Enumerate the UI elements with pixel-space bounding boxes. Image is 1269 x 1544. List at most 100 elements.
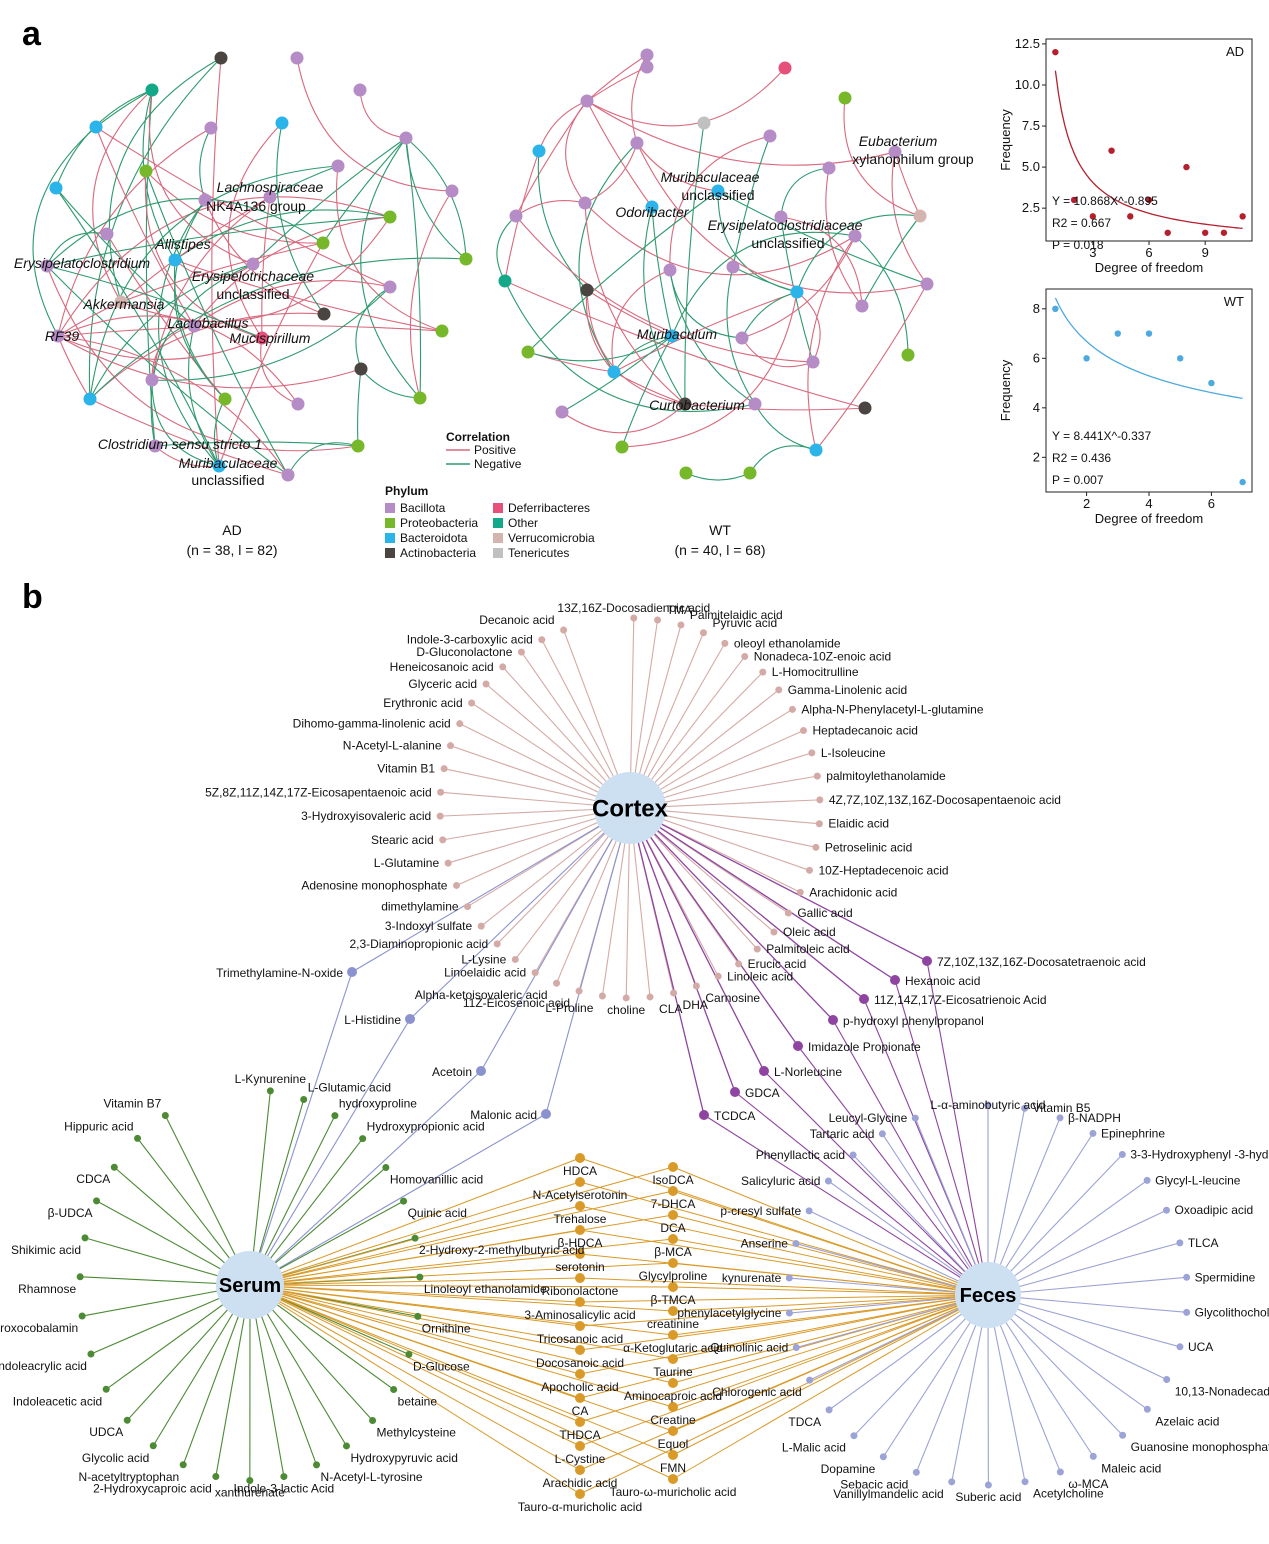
negative-edge (732, 266, 798, 293)
metabolite-label: L-Malic acid (782, 1441, 846, 1455)
metabolite-edge (828, 1180, 989, 1296)
metabolite-label: Heptadecanoic acid (813, 724, 918, 738)
y-tick-label: 8 (1033, 301, 1040, 316)
legend: Correlation Positive Negative Phylum Bac… (385, 430, 595, 560)
taxon-node (640, 48, 654, 62)
positive-edge (95, 126, 195, 327)
y-tick-label: 2 (1033, 449, 1040, 464)
metabolite-edge (629, 807, 896, 981)
metabolite-label: L-Glutamic acid (308, 1081, 391, 1095)
taxon-node (806, 355, 820, 369)
positive-edge (174, 259, 254, 279)
taxon-node (354, 362, 368, 376)
negative-edge (684, 122, 705, 405)
taxon-node (317, 307, 331, 321)
positive-edge (586, 67, 786, 127)
plot-title: AD (1226, 44, 1244, 59)
metabolite-node (477, 922, 485, 930)
positive-edge (584, 142, 638, 204)
metabolite-label: 2,3-Diaminopropionic acid (349, 937, 488, 951)
metabolite-label: Oleic acid (783, 925, 836, 939)
data-point (1220, 229, 1228, 236)
metabolite-label: Carnosine (705, 991, 760, 1005)
x-tick-label: 4 (1145, 496, 1152, 511)
fit-curve (1054, 70, 1243, 229)
taxon-label: Erysipelatoclostridiaceae (708, 217, 863, 233)
metabolite-label: Docosanoic acid (536, 1356, 624, 1370)
metabolite-node (179, 1461, 187, 1469)
taxon-node (353, 83, 367, 97)
taxon-node (665, 329, 679, 343)
fit-annotation: Y = 10.868X^-0.895 (1052, 194, 1158, 208)
positive-edge (613, 291, 798, 373)
positive-edge (154, 445, 220, 468)
taxon-node (748, 397, 762, 411)
metabolite-node (331, 1112, 339, 1120)
metabolite-node (670, 989, 678, 997)
taxon-label: unclassified (216, 286, 289, 302)
metabolite-label: Hydroxypropionic acid (367, 1120, 485, 1134)
metabolite-label: Decanoic acid (479, 613, 554, 627)
metabolite-label: Indole-3-carboxylic acid (407, 633, 533, 647)
metabolite-node (538, 636, 546, 644)
taxon-node (51, 329, 65, 343)
metabolite-node (437, 788, 445, 796)
y-tick-label: 5.0 (1022, 159, 1040, 174)
metabolite-node (575, 1153, 585, 1163)
metabolite-edge (795, 1243, 989, 1296)
data-point (1089, 213, 1097, 220)
metabolite-node (78, 1312, 86, 1320)
negative-edge (780, 167, 830, 218)
legend-negative-label: Negative (474, 457, 522, 471)
metabolite-node (575, 1321, 585, 1331)
metabolite-label: Erythronic acid (383, 696, 462, 710)
metabolite-label: Indole-3-lactic Acid (234, 1482, 335, 1496)
taxon-node (521, 345, 535, 359)
metabolite-label: 5Z,8Z,11Z,14Z,17Z-Eicosapentaenoic acid (205, 785, 432, 799)
taxon-node (445, 184, 459, 198)
metabolite-label: L-Cystine (555, 1452, 606, 1466)
metabolite-label: palmitoylethanolamide (826, 769, 946, 783)
taxon-node (838, 91, 852, 105)
metabolite-node (541, 1109, 551, 1119)
x-axis-label: Degree of freedom (1095, 511, 1203, 526)
taxon-label: Curtobacterium (649, 397, 745, 413)
metabolite-node (668, 1402, 678, 1412)
metabolite-node (759, 1066, 769, 1076)
negative-edge (669, 269, 743, 339)
metabolite-node (1183, 1308, 1191, 1316)
taxon-node (678, 397, 692, 411)
metabolite-label: Glycylproline (639, 1269, 708, 1283)
metabolite-label: p-hydroxyl phenylpropanol (843, 1014, 984, 1028)
metabolite-edge (853, 1294, 989, 1437)
metabolite-edge (629, 807, 834, 1021)
metabolite-label: FMN (660, 1461, 686, 1475)
legend-phylum-items: BacillotaProteobacteriaBacteroidotaActin… (385, 501, 595, 560)
metabolite-label: Glycolithocholic acid-3-Sulfate (1195, 1305, 1269, 1319)
negative-edge (861, 215, 921, 307)
positive-edge (669, 135, 771, 271)
taxon-node (316, 236, 330, 250)
taxon-node (459, 252, 473, 266)
metabolite-label: L-Homocitrulline (772, 665, 859, 679)
positive-edge (145, 170, 324, 244)
positive-edge (741, 235, 856, 339)
metabolite-label: Oxoadipic acid (1175, 1203, 1254, 1217)
taxon-node (139, 164, 153, 178)
metabolite-label: Dopamine (821, 1462, 876, 1476)
metabolite-node (668, 1282, 678, 1292)
metabolite-label: Trimethylamine-N-oxide (216, 966, 343, 980)
negative-edge (199, 127, 212, 201)
metabolite-label: 4Z,7Z,10Z,13Z,16Z-Docosapentaenoic acid (829, 793, 1061, 807)
taxon-node (901, 348, 915, 362)
metabolite-label: Linoleic acid (727, 969, 793, 983)
metabolite-node (668, 1378, 678, 1388)
panel-b-letter: b (22, 578, 43, 616)
negative-edge (621, 335, 673, 448)
legend-swatch (493, 518, 503, 528)
positive-edge (120, 196, 271, 303)
metabolite-node (668, 1426, 678, 1436)
negative-edge (151, 379, 220, 467)
positive-edge (211, 57, 222, 467)
